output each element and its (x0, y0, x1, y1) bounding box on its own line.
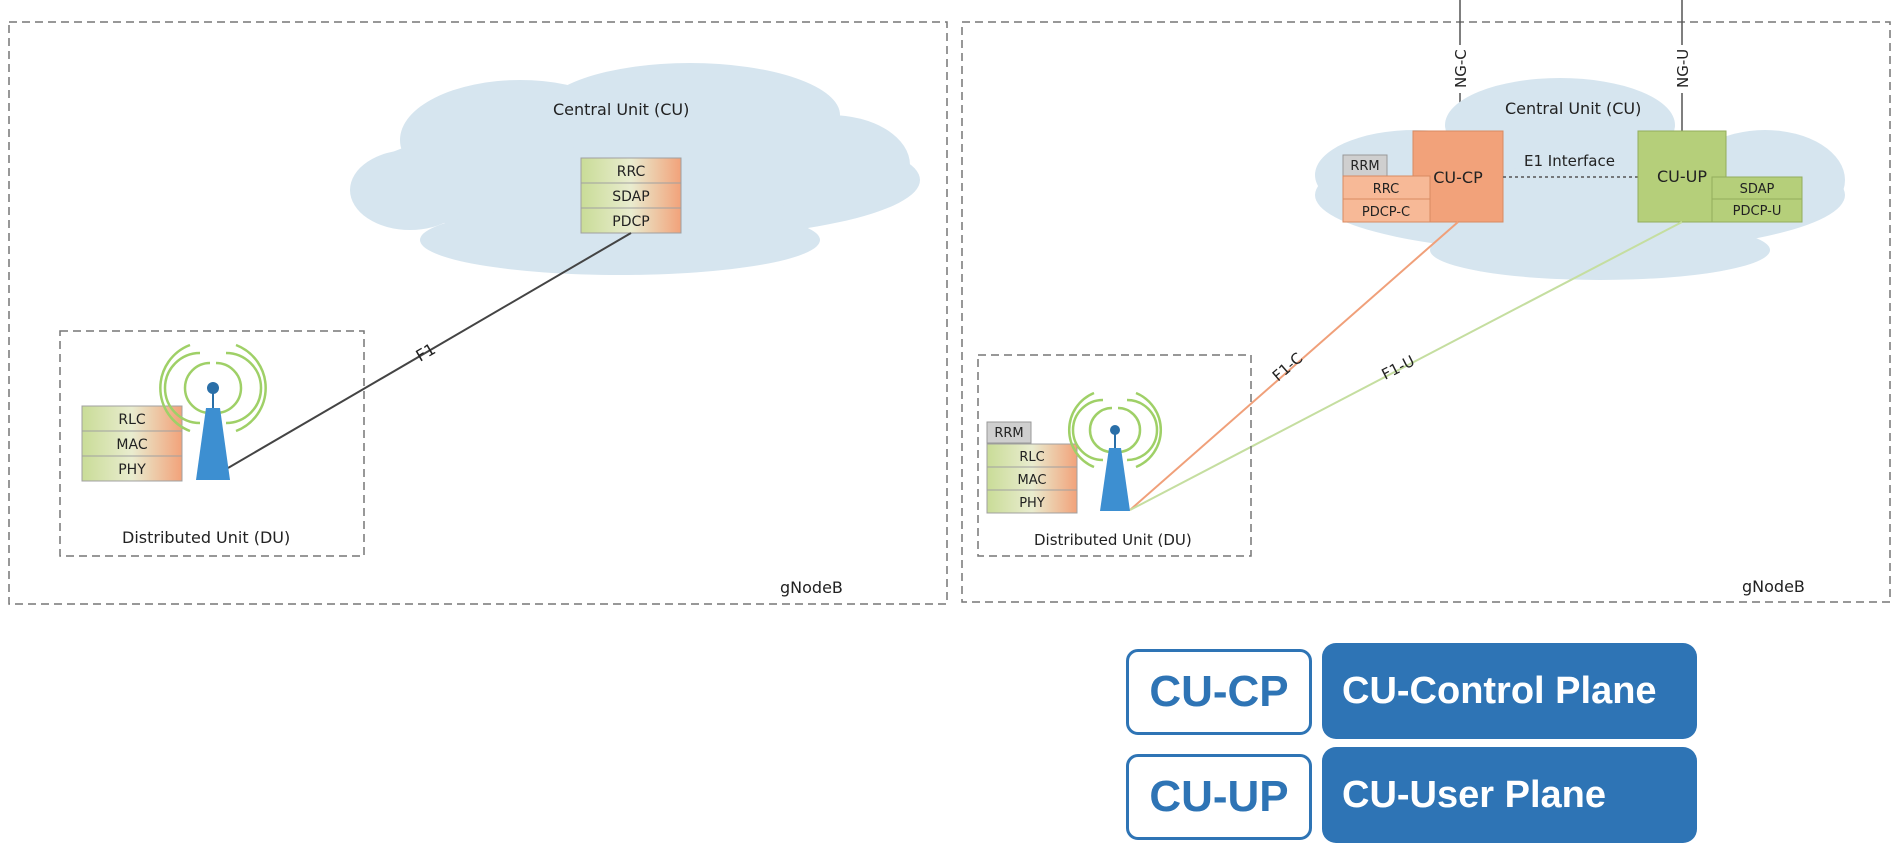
right-du-stack: RRM RLC MAC PHY (986, 421, 1078, 514)
f1-u-label: F1-U (1379, 352, 1418, 384)
legend-cu-up-abbr: CU-UP (1126, 754, 1312, 840)
left-f1-link: F1 (227, 232, 632, 469)
right-du-layer-mac: MAC (1018, 473, 1047, 488)
cu-cp-layer-rrm: RRM (1350, 159, 1379, 174)
cu-up-layer-sdap: SDAP (1740, 182, 1775, 197)
left-du-label: Distributed Unit (DU) (122, 528, 290, 547)
f1-c-label: F1-C (1269, 349, 1307, 385)
left-du-layer-rlc: RLC (118, 412, 146, 428)
cu-cp-layer-pdcp-c: PDCP-C (1362, 205, 1410, 220)
left-cu-stack: RRC SDAP PDCP (580, 157, 682, 234)
left-gnodeb-label: gNodeB (780, 578, 843, 597)
left-du-layer-mac: MAC (116, 437, 147, 453)
left-cu-label: Central Unit (CU) (553, 100, 689, 119)
left-du-layer-phy: PHY (118, 462, 146, 478)
left-cu-layer-sdap: SDAP (612, 189, 649, 205)
f1-links: F1-C F1-U (1129, 221, 1683, 511)
cu-up-block: CU-UP SDAP PDCP-U (1637, 130, 1803, 223)
left-cu-layer-rrc: RRC (617, 164, 646, 180)
cu-up-layer-pdcp-u: PDCP-U (1733, 204, 1782, 219)
right-cu-label: Central Unit (CU) (1505, 99, 1641, 118)
legend-cu-cp-abbr: CU-CP (1126, 649, 1312, 735)
right-du-layer-phy: PHY (1019, 496, 1045, 511)
left-du-stack: RLC MAC PHY (81, 405, 183, 482)
cu-cp-block: CU-CP RRM RRC PDCP-C (1342, 130, 1504, 223)
right-du-label: Distributed Unit (DU) (1034, 531, 1192, 549)
right-ng-interfaces: NG-C NG-U (1450, 0, 1692, 131)
legend-cu-up-full: CU-User Plane (1322, 747, 1697, 843)
left-f1-label: F1 (413, 339, 439, 365)
left-du-box: Distributed Unit (DU) (59, 330, 365, 557)
e1-interface: E1 Interface (1503, 152, 1638, 178)
right-gnodeb-panel: gNodeB (961, 21, 1891, 603)
right-gnodeb-label: gNodeB (1742, 577, 1805, 596)
cu-up-label: CU-UP (1657, 167, 1707, 186)
ng-c-label: NG-C (1452, 49, 1470, 88)
right-antenna-icon (1067, 391, 1163, 511)
legend-cu-cp-full: CU-Control Plane (1322, 643, 1697, 739)
ng-u-label: NG-U (1674, 49, 1692, 88)
left-gnodeb-panel: gNodeB (8, 21, 948, 605)
left-cu-layer-pdcp: PDCP (612, 214, 649, 230)
e1-interface-label: E1 Interface (1524, 152, 1615, 170)
right-du-box: Distributed Unit (DU) (977, 354, 1252, 557)
cu-cp-label: CU-CP (1433, 168, 1483, 187)
left-antenna-icon (159, 343, 267, 480)
right-du-layer-rlc: RLC (1019, 450, 1044, 465)
right-du-layer-rrm: RRM (994, 426, 1023, 441)
cu-cp-layer-rrc: RRC (1373, 182, 1400, 197)
